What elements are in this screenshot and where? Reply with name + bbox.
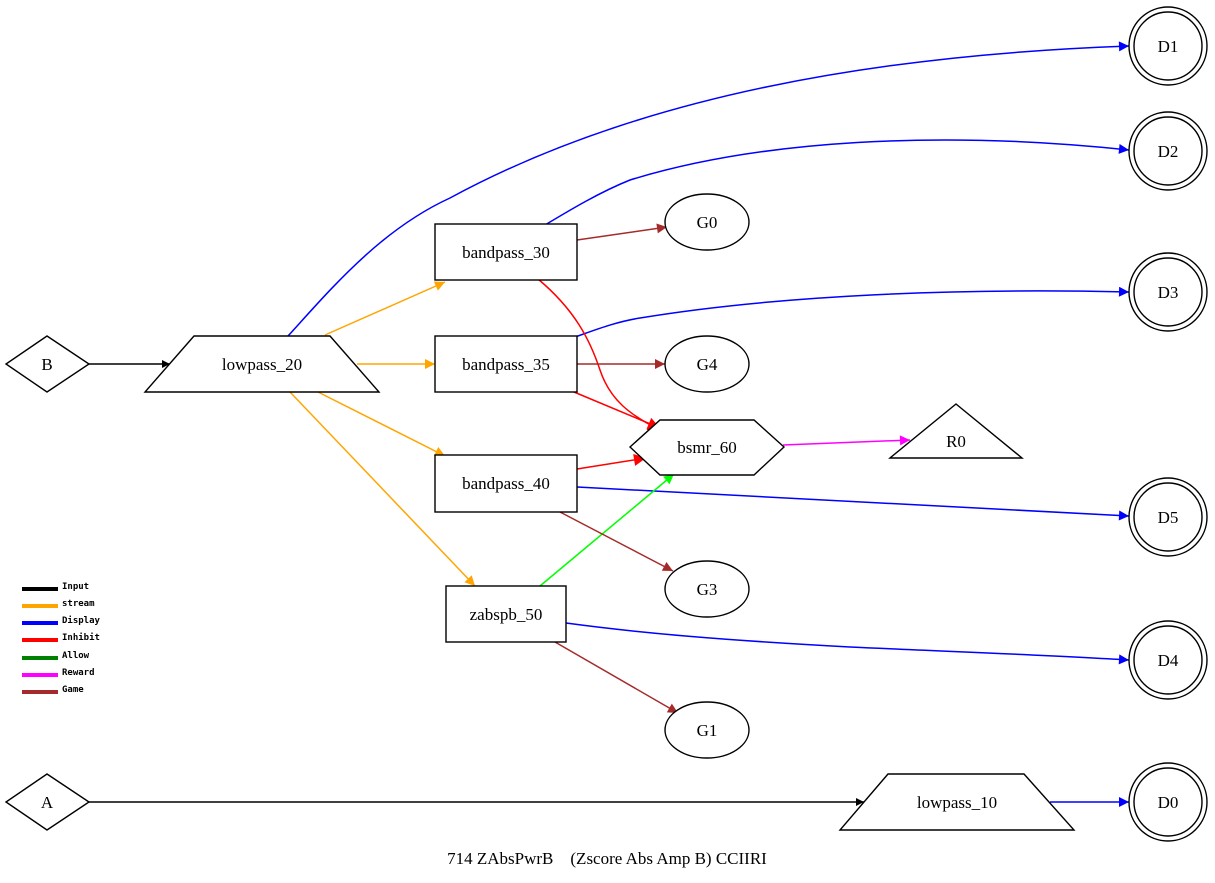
node-lowpass-20[interactable]: lowpass_20 [143, 335, 381, 393]
node-bandpass-40[interactable]: bandpass_40 [434, 454, 578, 513]
node-zabspb-50[interactable]: zabspb_50 [445, 585, 567, 643]
edge-bandpass-35-to-d3 [574, 286, 1130, 338]
edge-bandpass-40-to-g3 [559, 511, 674, 572]
edge-lowpass-20-to-bandpass-30 [324, 281, 446, 336]
node-g4[interactable]: G4 [664, 335, 750, 393]
edge-lowpass-20-to-zabspb-50 [289, 391, 476, 587]
node-d3[interactable]: D3 [1128, 252, 1208, 332]
edge-bandpass-40-to-d5 [576, 486, 1130, 521]
node-bandpass-30-label: bandpass_30 [462, 243, 550, 262]
edge-bandpass-30-to-bsmr-60 [537, 278, 661, 431]
node-d2[interactable]: D2 [1128, 111, 1208, 191]
edge-bsmr-60-to-r0 [782, 435, 911, 446]
node-g0-label: G0 [697, 213, 718, 232]
node-d5[interactable]: D5 [1128, 477, 1208, 557]
node-r0[interactable]: R0 [888, 403, 1024, 459]
node-g1-label: G1 [697, 721, 718, 740]
node-a[interactable]: A [4, 773, 91, 831]
node-d0-label: D0 [1158, 793, 1179, 812]
node-lowpass-10[interactable]: lowpass_10 [838, 773, 1076, 831]
node-g4-label: G4 [697, 355, 718, 374]
node-d2-label: D2 [1158, 142, 1179, 161]
node-bandpass-35[interactable]: bandpass_35 [434, 335, 578, 393]
edges [89, 41, 1130, 807]
node-bandpass-30[interactable]: bandpass_30 [434, 223, 578, 281]
legend: Input stream Display Inhibit Allow Rewar… [22, 582, 101, 695]
node-d4-label: D4 [1158, 651, 1179, 670]
node-g3-label: G3 [697, 580, 718, 599]
node-bsmr-60-label: bsmr_60 [677, 438, 737, 457]
node-d0[interactable]: D0 [1128, 762, 1208, 842]
edge-bandpass-30-to-g0 [576, 223, 668, 241]
edge-lowpass-20-to-d1 [287, 41, 1130, 337]
node-bandpass-40-label: bandpass_40 [462, 474, 550, 493]
edge-zabspb-50-to-g1 [554, 641, 679, 714]
node-g0[interactable]: G0 [664, 193, 750, 251]
node-d1-label: D1 [1158, 37, 1179, 56]
node-b[interactable]: B [4, 335, 91, 393]
legend-label-stream: stream [62, 599, 95, 609]
node-g3[interactable]: G3 [664, 560, 750, 618]
edge-zabspb-50-to-bsmr-60 [539, 473, 675, 587]
node-bsmr-60[interactable]: bsmr_60 [628, 419, 786, 476]
nodes: B A lowpass_20 lowpass_10 bandpass_30 ba… [4, 6, 1208, 842]
node-d1[interactable]: D1 [1128, 6, 1208, 86]
edge-lowpass-20-to-bandpass-40 [317, 391, 446, 457]
edge-zabspb-50-to-d4 [565, 622, 1130, 665]
node-d4[interactable]: D4 [1128, 620, 1208, 700]
legend-label-input: Input [62, 582, 89, 592]
node-zabspb-50-label: zabspb_50 [470, 605, 543, 624]
edge-bandpass-40-to-bsmr-60 [576, 453, 647, 470]
diagram-caption: 714 ZAbsPwrB (Zscore Abs Amp B) CCIIRI [447, 849, 767, 868]
node-lowpass-20-label: lowpass_20 [222, 355, 302, 374]
legend-label-reward: Reward [62, 668, 95, 678]
node-bandpass-35-label: bandpass_35 [462, 355, 550, 374]
legend-label-inhibit: Inhibit [62, 632, 100, 643]
node-d5-label: D5 [1158, 508, 1179, 527]
node-d3-label: D3 [1158, 283, 1179, 302]
edge-bandpass-35-to-bsmr-60 [573, 391, 661, 429]
node-a-label: A [41, 793, 54, 812]
legend-label-game: Game [62, 685, 84, 695]
node-lowpass-10-label: lowpass_10 [917, 793, 997, 812]
edge-bandpass-30-to-d2 [544, 139, 1130, 226]
legend-label-display: Display [62, 615, 101, 626]
node-g1[interactable]: G1 [664, 701, 750, 759]
legend-label-allow: Allow [62, 651, 90, 661]
node-b-label: B [41, 355, 52, 374]
node-r0-label: R0 [946, 432, 966, 451]
